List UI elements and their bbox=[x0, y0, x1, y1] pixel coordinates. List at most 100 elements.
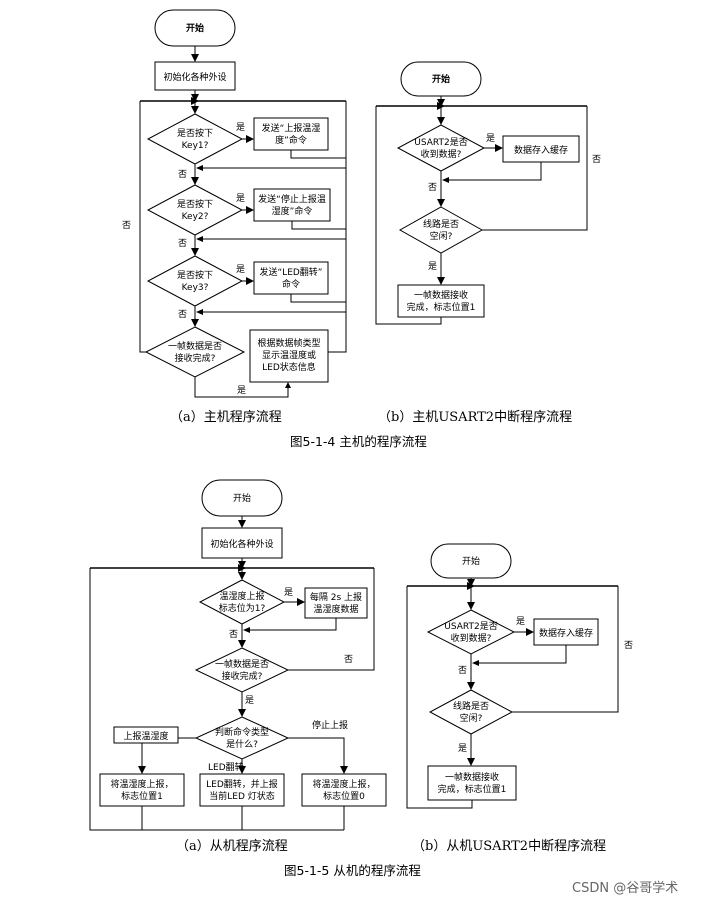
fig4b-p1-label: 数据存入缓存 bbox=[514, 144, 568, 156]
fig5a-d2-line2: 接收完成? bbox=[222, 670, 263, 682]
fig4a-d3-no: 否 bbox=[178, 309, 187, 320]
fig4b-d2-no: 否 bbox=[592, 154, 601, 165]
fig4a-d2-no: 否 bbox=[178, 238, 187, 249]
fig5a-pr-line1: 将温湿度上报， bbox=[312, 778, 375, 790]
fig5b-interrupt-flowchart: 开始 USART2是否 收到数据? 是 数据存入缓存 否 线路是否 空闲? 否 … bbox=[406, 543, 633, 854]
fig4a-decision-key2 bbox=[146, 184, 244, 236]
fig4a-d4-line1: 一帧数据是否 bbox=[168, 340, 222, 352]
fig5a-d2-yes: 是 bbox=[245, 695, 254, 706]
fig5a-d3-line1: 判断命令类型 bbox=[215, 726, 269, 738]
fig4a-decision-key1 bbox=[146, 113, 244, 165]
fig4a-decision-frame-received bbox=[144, 326, 246, 378]
fig5b-d1-line1: USART2是否 bbox=[444, 621, 497, 632]
fig5b-d2-yes: 是 bbox=[458, 743, 467, 754]
fig5-title: 图5-1-5 从机的程序流程 bbox=[284, 863, 421, 878]
fig4a-p2-line1: 发送“停止上报温 bbox=[258, 193, 326, 205]
fig5a-label-report-box bbox=[113, 726, 179, 744]
fig4b-start-label: 开始 bbox=[432, 73, 450, 85]
fig4b-decision-usart-data bbox=[396, 124, 486, 172]
fig5a-decision-command-type bbox=[194, 716, 290, 760]
fig5a-start-label: 开始 bbox=[233, 492, 251, 504]
fig5b-p2-line2: 完成，标志位置1 bbox=[438, 783, 507, 795]
fig5a-p1-line1: 每隔 2s 上报 bbox=[310, 591, 362, 603]
fig5b-d2-no: 否 bbox=[624, 640, 633, 651]
fig4b-d1-line2: 收到数据? bbox=[421, 148, 462, 160]
fig5b-decision-usart-data bbox=[426, 609, 516, 655]
fig5b-p2-line1: 一帧数据接收 bbox=[445, 771, 499, 783]
fig5a-init-box bbox=[201, 527, 283, 559]
fig5a-d1-yes: 是 bbox=[284, 587, 293, 598]
fig4a-d3-yes: 是 bbox=[236, 264, 245, 275]
fig5b-p1-label: 数据存入缓存 bbox=[539, 627, 593, 639]
fig4b-d2-line1: 线路是否 bbox=[423, 218, 459, 230]
fig4b-d1-line1: USART2是否 bbox=[414, 137, 467, 148]
fig4a-d4-no: 否 bbox=[122, 220, 131, 231]
fig5a-pr-line2: 标志位置0 bbox=[323, 790, 365, 802]
fig5a-process-led-toggle bbox=[199, 773, 285, 807]
fig5a-process-report-flag1 bbox=[99, 773, 185, 807]
fig4-title: 图5-1-4 主机的程序流程 bbox=[290, 434, 427, 449]
fig5b-caption: （b）从机USART2中断程序流程 bbox=[412, 839, 606, 854]
fig4a-p4-line1: 根据数据帧类型 bbox=[257, 337, 320, 349]
fig4a-caption: （a）主机程序流程 bbox=[170, 410, 282, 425]
fig5a-d2-line1: 一帧数据是否 bbox=[215, 658, 269, 670]
fig4a-p1-line2: 度”命令 bbox=[275, 134, 307, 146]
fig5a-branch-left-label: 上报温湿度 bbox=[123, 730, 168, 742]
fig5b-start-label: 开始 bbox=[462, 555, 480, 567]
fig4b-p2-line1: 一帧数据接收 bbox=[414, 289, 468, 301]
fig5a-p1-line2: 温湿度数据 bbox=[313, 603, 358, 615]
fig5a-d1-line2: 标志位为1? bbox=[219, 602, 266, 614]
fig5a-init-label: 初始化各种外设 bbox=[210, 538, 273, 550]
fig4a-d2-line2: Key2? bbox=[182, 212, 209, 222]
fig5b-decision-line-idle bbox=[428, 689, 514, 735]
watermark: CSDN @谷哥学术 bbox=[572, 880, 678, 896]
fig4a-process-led-toggle bbox=[253, 261, 329, 295]
fig5b-process-frame-done bbox=[427, 765, 517, 801]
fig5a-d1-line1: 温湿度上报 bbox=[219, 590, 264, 602]
fig5b-d1-no: 否 bbox=[458, 665, 467, 676]
fig4b-d2-line2: 空闲? bbox=[430, 230, 453, 242]
fig4a-init-label: 初始化各种外设 bbox=[163, 71, 226, 83]
fig4a-p3-line2: 命令 bbox=[282, 278, 300, 290]
fig5b-d1-yes: 是 bbox=[516, 616, 525, 627]
fig4b-d1-no: 否 bbox=[428, 182, 437, 193]
fig5a-d3-line2: 是什么? bbox=[226, 738, 258, 750]
fig5a-d2-no: 否 bbox=[344, 654, 353, 665]
fig4b-d1-yes: 是 bbox=[486, 133, 495, 144]
fig5a-pm-line2: 当前LED 灯状态 bbox=[209, 790, 275, 802]
fig4a-d1-line2: Key1? bbox=[182, 141, 209, 151]
fig5a-decision-report-flag bbox=[198, 579, 286, 625]
fig5b-d2-line2: 空闲? bbox=[460, 712, 483, 724]
fig5b-process-store bbox=[533, 618, 599, 646]
fig5a-d1-no: 否 bbox=[229, 629, 238, 640]
fig4a-p2-line2: 湿度”命令 bbox=[272, 205, 313, 217]
fig5a-pl-line2: 标志位置1 bbox=[121, 790, 163, 802]
fig5a-decision-frame-received bbox=[194, 647, 290, 693]
fig4b-caption: （b）主机USART2中断程序流程 bbox=[378, 410, 572, 425]
fig4a-p4-line2: 显示温湿度或 bbox=[262, 349, 316, 361]
fig4a-d4-yes: 是 bbox=[237, 385, 246, 396]
fig5a-branch-mid-label: LED翻转 bbox=[208, 761, 244, 773]
fig5b-d1-line2: 收到数据? bbox=[451, 632, 492, 644]
fig5a-caption: （a）从机程序流程 bbox=[176, 839, 288, 854]
fig4a-d1-no: 否 bbox=[178, 169, 187, 180]
fig4a-d2-yes: 是 bbox=[236, 193, 245, 204]
fig4a-d3-line2: Key3? bbox=[182, 283, 209, 293]
fig4a-decision-key3 bbox=[146, 255, 244, 307]
fig4a-d1-line1: 是否按下 bbox=[177, 127, 213, 139]
fig5a-process-report-2s bbox=[304, 587, 368, 619]
fig4a-p4-line3: LED状态信息 bbox=[262, 361, 316, 373]
fig5a-pl-line1: 将温湿度上报， bbox=[110, 778, 173, 790]
fig4b-p2-line2: 完成，标志位置1 bbox=[407, 301, 476, 313]
fig5a-process-report-flag0 bbox=[301, 773, 387, 807]
fig4a-p1-line1: 发送“上报温湿 bbox=[262, 122, 321, 134]
fig4a-init-box bbox=[154, 61, 236, 91]
fig4b-d2-yes: 是 bbox=[428, 261, 437, 272]
fig5a-pm-line1: LED翻转，并上报 bbox=[206, 778, 278, 790]
fig4a-d2-line1: 是否按下 bbox=[177, 198, 213, 210]
fig4a-d3-line1: 是否按下 bbox=[177, 269, 213, 281]
fig4a-process-display bbox=[249, 329, 329, 383]
fig5a-branch-right-label: 停止上报 bbox=[312, 719, 348, 731]
fig5a-slave-flowchart: 开始 初始化各种外设 温湿度上报 标志位为1? 是 每隔 2s 上报 温湿度数据… bbox=[89, 479, 387, 854]
